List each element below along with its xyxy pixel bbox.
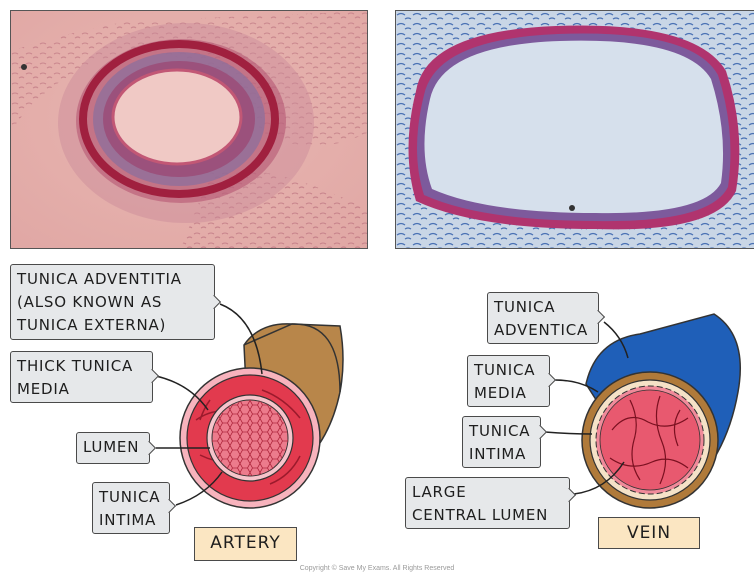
vein-lumen-line-1: LARGE bbox=[412, 483, 467, 501]
artery-lumen-line-1: LUMEN bbox=[83, 438, 140, 456]
artery-adventitia-line-3: TUNICA EXTERNA) bbox=[17, 316, 167, 334]
artery-intima-line-2: INTIMA bbox=[99, 511, 157, 529]
vein-micrograph bbox=[395, 10, 754, 249]
artery-adventitia-line-1: TUNICA ADVENTITIA bbox=[17, 270, 182, 288]
vein-intima-line-2: INTIMA bbox=[469, 445, 527, 463]
artery-adventitia-label: TUNICA ADVENTITIA (ALSO KNOWN AS TUNICA … bbox=[10, 264, 215, 340]
vein-adventica-label: TUNICA ADVENTICA bbox=[487, 292, 599, 344]
vein-media-line-2: MEDIA bbox=[474, 384, 527, 402]
copyright-notice: Copyright © Save My Exams. All Rights Re… bbox=[299, 565, 455, 572]
artery-micrograph bbox=[10, 10, 368, 249]
vein-tag: VEIN bbox=[598, 517, 700, 549]
artery-media-line-2: MEDIA bbox=[17, 380, 70, 398]
artery-illustration bbox=[179, 323, 344, 509]
artery-media-label: THICK TUNICA MEDIA bbox=[10, 351, 153, 403]
vein-adventica-line-1: TUNICA bbox=[494, 298, 556, 316]
vein-adventica-line-2: ADVENTICA bbox=[494, 321, 589, 339]
vein-connectors bbox=[544, 321, 629, 495]
vein-lumen-label: LARGE CENTRAL LUMEN bbox=[405, 477, 570, 529]
vein-media-line-1: TUNICA bbox=[474, 361, 536, 379]
vein-intima-line-1: TUNICA bbox=[469, 422, 531, 440]
artery-intima-label: TUNICA INTIMA bbox=[92, 482, 170, 534]
vein-illustration bbox=[581, 313, 741, 509]
artery-lumen-label: LUMEN bbox=[76, 432, 150, 464]
vein-media-label: TUNICA MEDIA bbox=[467, 355, 550, 407]
artery-media-line-1: THICK TUNICA bbox=[17, 357, 134, 375]
vein-lumen-line-2: CENTRAL LUMEN bbox=[412, 506, 549, 524]
artery-adventitia-line-2: (ALSO KNOWN AS bbox=[17, 293, 163, 311]
artery-intima-line-1: TUNICA bbox=[99, 488, 161, 506]
vein-intima-label: TUNICA INTIMA bbox=[462, 416, 541, 468]
artery-tag: ARTERY bbox=[194, 527, 297, 561]
